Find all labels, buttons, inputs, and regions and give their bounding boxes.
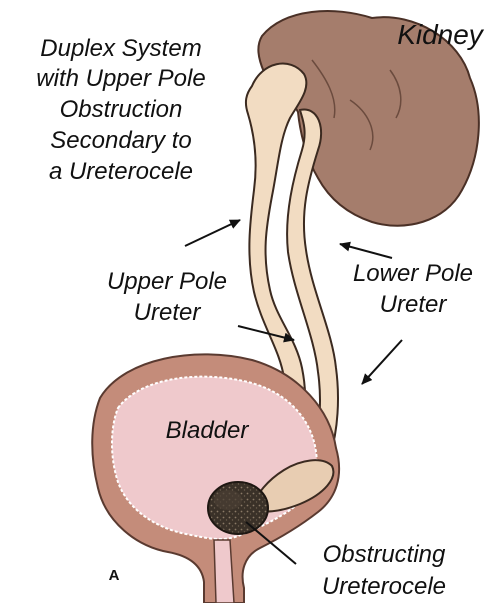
ureterocele-label-line-2: Ureterocele: [322, 573, 446, 600]
bladder-label: Bladder: [166, 417, 250, 444]
title-line-3: Obstruction: [60, 96, 183, 123]
upper-pole-arrow-top: [185, 220, 240, 246]
panel-letter: A: [109, 567, 120, 584]
urethra: [214, 540, 234, 603]
lower-pole-arrow-top: [340, 244, 392, 258]
upper-pole-label-line-2: Ureter: [134, 299, 202, 326]
title-line-1: Duplex System: [40, 35, 201, 62]
title-line-2: with Upper Pole: [36, 65, 205, 92]
ureterocele-shape: [208, 482, 268, 534]
lower-pole-arrow-bottom: [362, 340, 402, 384]
lower-pole-label-line-2: Ureter: [380, 291, 448, 318]
ureterocele-highlight: [214, 490, 242, 510]
title-line-4: Secondary to: [50, 127, 191, 154]
ureterocele-label-line-1: Obstructing: [323, 541, 446, 568]
title-line-5: a Ureterocele: [49, 158, 193, 185]
kidney-label: Kidney: [397, 19, 485, 50]
upper-pole-label-line-1: Upper Pole: [107, 268, 227, 295]
lower-pole-label-line-1: Lower Pole: [353, 260, 473, 287]
